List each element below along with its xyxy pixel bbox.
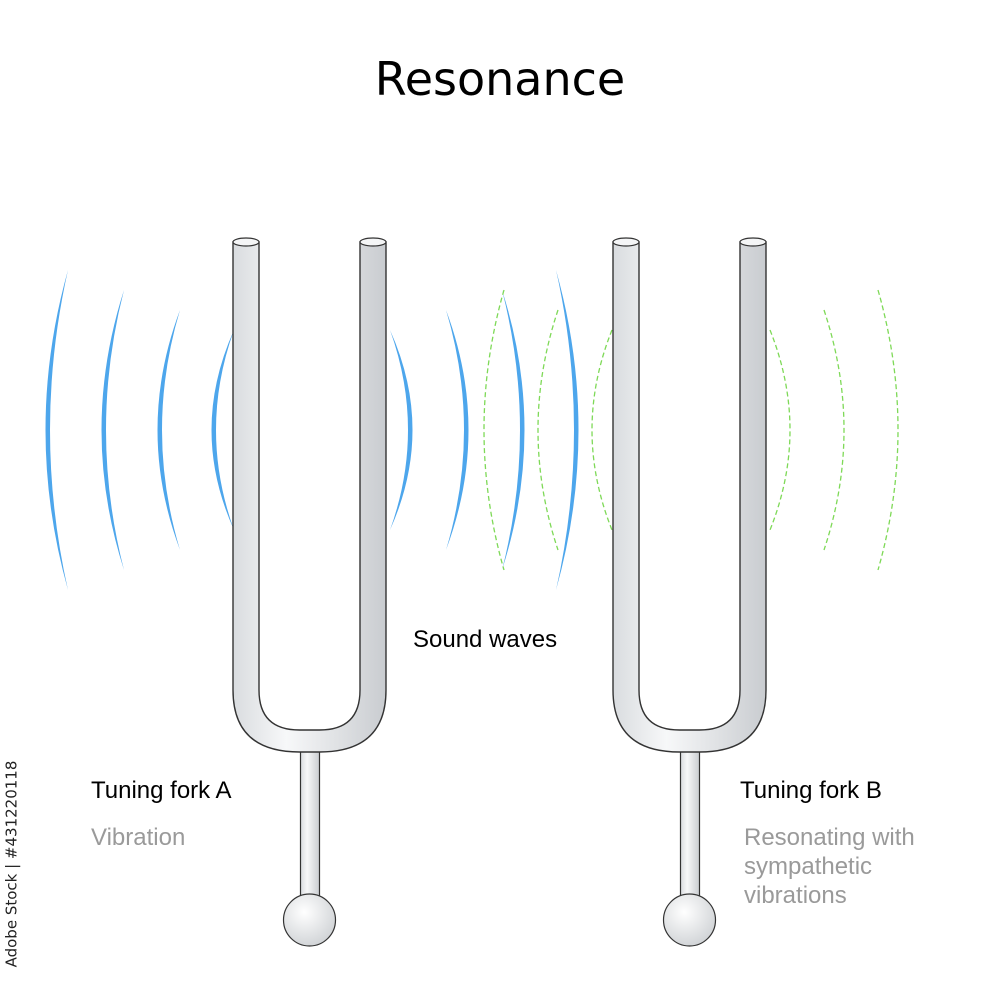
sympathetic-wave-arc	[769, 329, 791, 531]
sympathetic-wave-arc	[537, 309, 559, 551]
fork-prongs	[612, 241, 767, 753]
sympathetic-wave-arc	[823, 309, 845, 551]
fork-ball	[282, 893, 337, 947]
sympathetic-wave-arc	[591, 329, 613, 531]
fork-stem	[679, 744, 701, 906]
fork-b-state-line: sympathetic	[744, 853, 873, 880]
sound-waves-fork-a	[45, 270, 579, 590]
sound-wave-arc	[211, 330, 234, 530]
fork-prongs	[232, 241, 387, 753]
sound-wave-arc	[446, 310, 469, 550]
fork-a-label: Tuning fork A	[91, 777, 232, 804]
fork-b-label: Tuning fork B	[740, 777, 882, 804]
page-title: Resonance	[374, 52, 626, 106]
stock-id: Adobe Stock | #431220118	[2, 760, 21, 968]
fork-b-state-line: vibrations	[744, 882, 847, 909]
sound-wave-arc	[157, 310, 180, 550]
sound-wave-arc	[45, 270, 68, 590]
tuning-fork-b	[612, 237, 767, 947]
sound-wave-arc	[390, 330, 413, 530]
fork-b-state-line: Resonating with	[744, 824, 915, 851]
prong-tip	[739, 237, 767, 247]
fork-b-state: Resonating with sympathetic vibrations	[744, 823, 915, 910]
prong-tip	[232, 237, 260, 247]
sound-wave-arc	[101, 290, 124, 570]
sound-waves-label: Sound waves	[413, 626, 558, 653]
sound-wave-arc	[502, 290, 525, 570]
fork-ball	[662, 893, 717, 947]
tuning-fork-a	[232, 237, 387, 947]
fork-stem	[299, 744, 321, 906]
sympathetic-wave-arc	[483, 289, 505, 571]
prong-tip	[612, 237, 640, 247]
fork-a-state: Vibration	[91, 824, 186, 851]
sound-waves-fork-b	[483, 289, 899, 571]
prong-tip	[359, 237, 387, 247]
sound-wave-arc	[556, 270, 579, 590]
sympathetic-wave-arc	[877, 289, 899, 571]
